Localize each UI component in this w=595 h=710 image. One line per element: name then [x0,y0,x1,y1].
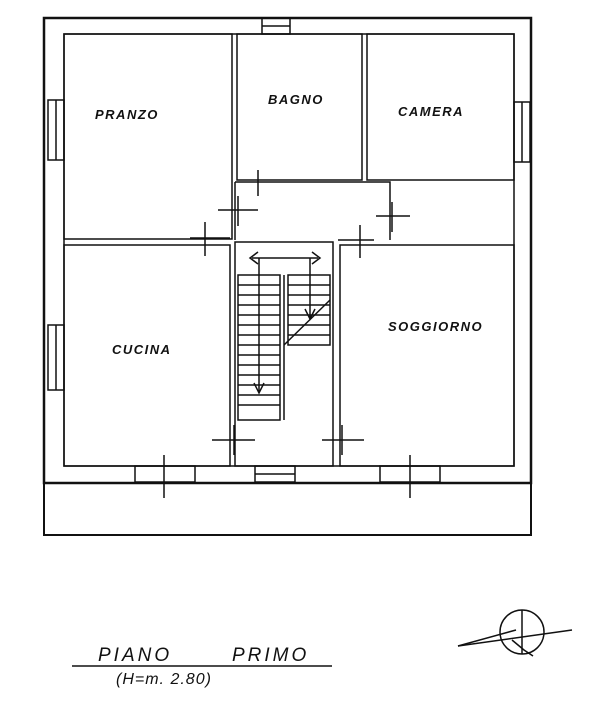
windows [47,17,531,483]
room-soggiorno-walls [339,244,515,467]
room-label-cucina: CUCINA [112,342,172,357]
room-camera-walls [366,33,515,181]
corridor-wall [235,181,391,240]
room-label-pranzo: PRANZO [95,107,159,122]
title-primo: PRIMO [232,645,309,666]
stair-break-line [283,299,331,346]
outer-walls [42,16,533,536]
room-pranzo-walls [63,33,233,240]
room-bagno-walls [236,33,363,181]
stair-flight-right [287,274,331,346]
title-piano: PIANO [98,645,172,666]
balcony-strip [43,482,532,536]
interior-walls [63,33,515,467]
title-block: PIANO PRIMO (H=m. 2.80) [72,645,332,688]
door-marks [163,170,411,498]
stair-enclosure [234,241,334,467]
compass-circle-cross-icon [457,609,573,657]
room-label-camera: CAMERA [398,104,464,119]
room-label-bagno: BAGNO [268,92,324,107]
staircase [237,251,331,421]
outer-wall-outline [42,16,533,485]
title-height-note: (H=m. 2.80) [116,671,212,688]
room-cucina-walls [63,244,231,467]
room-label-soggiorno: SOGGIORNO [388,319,483,334]
